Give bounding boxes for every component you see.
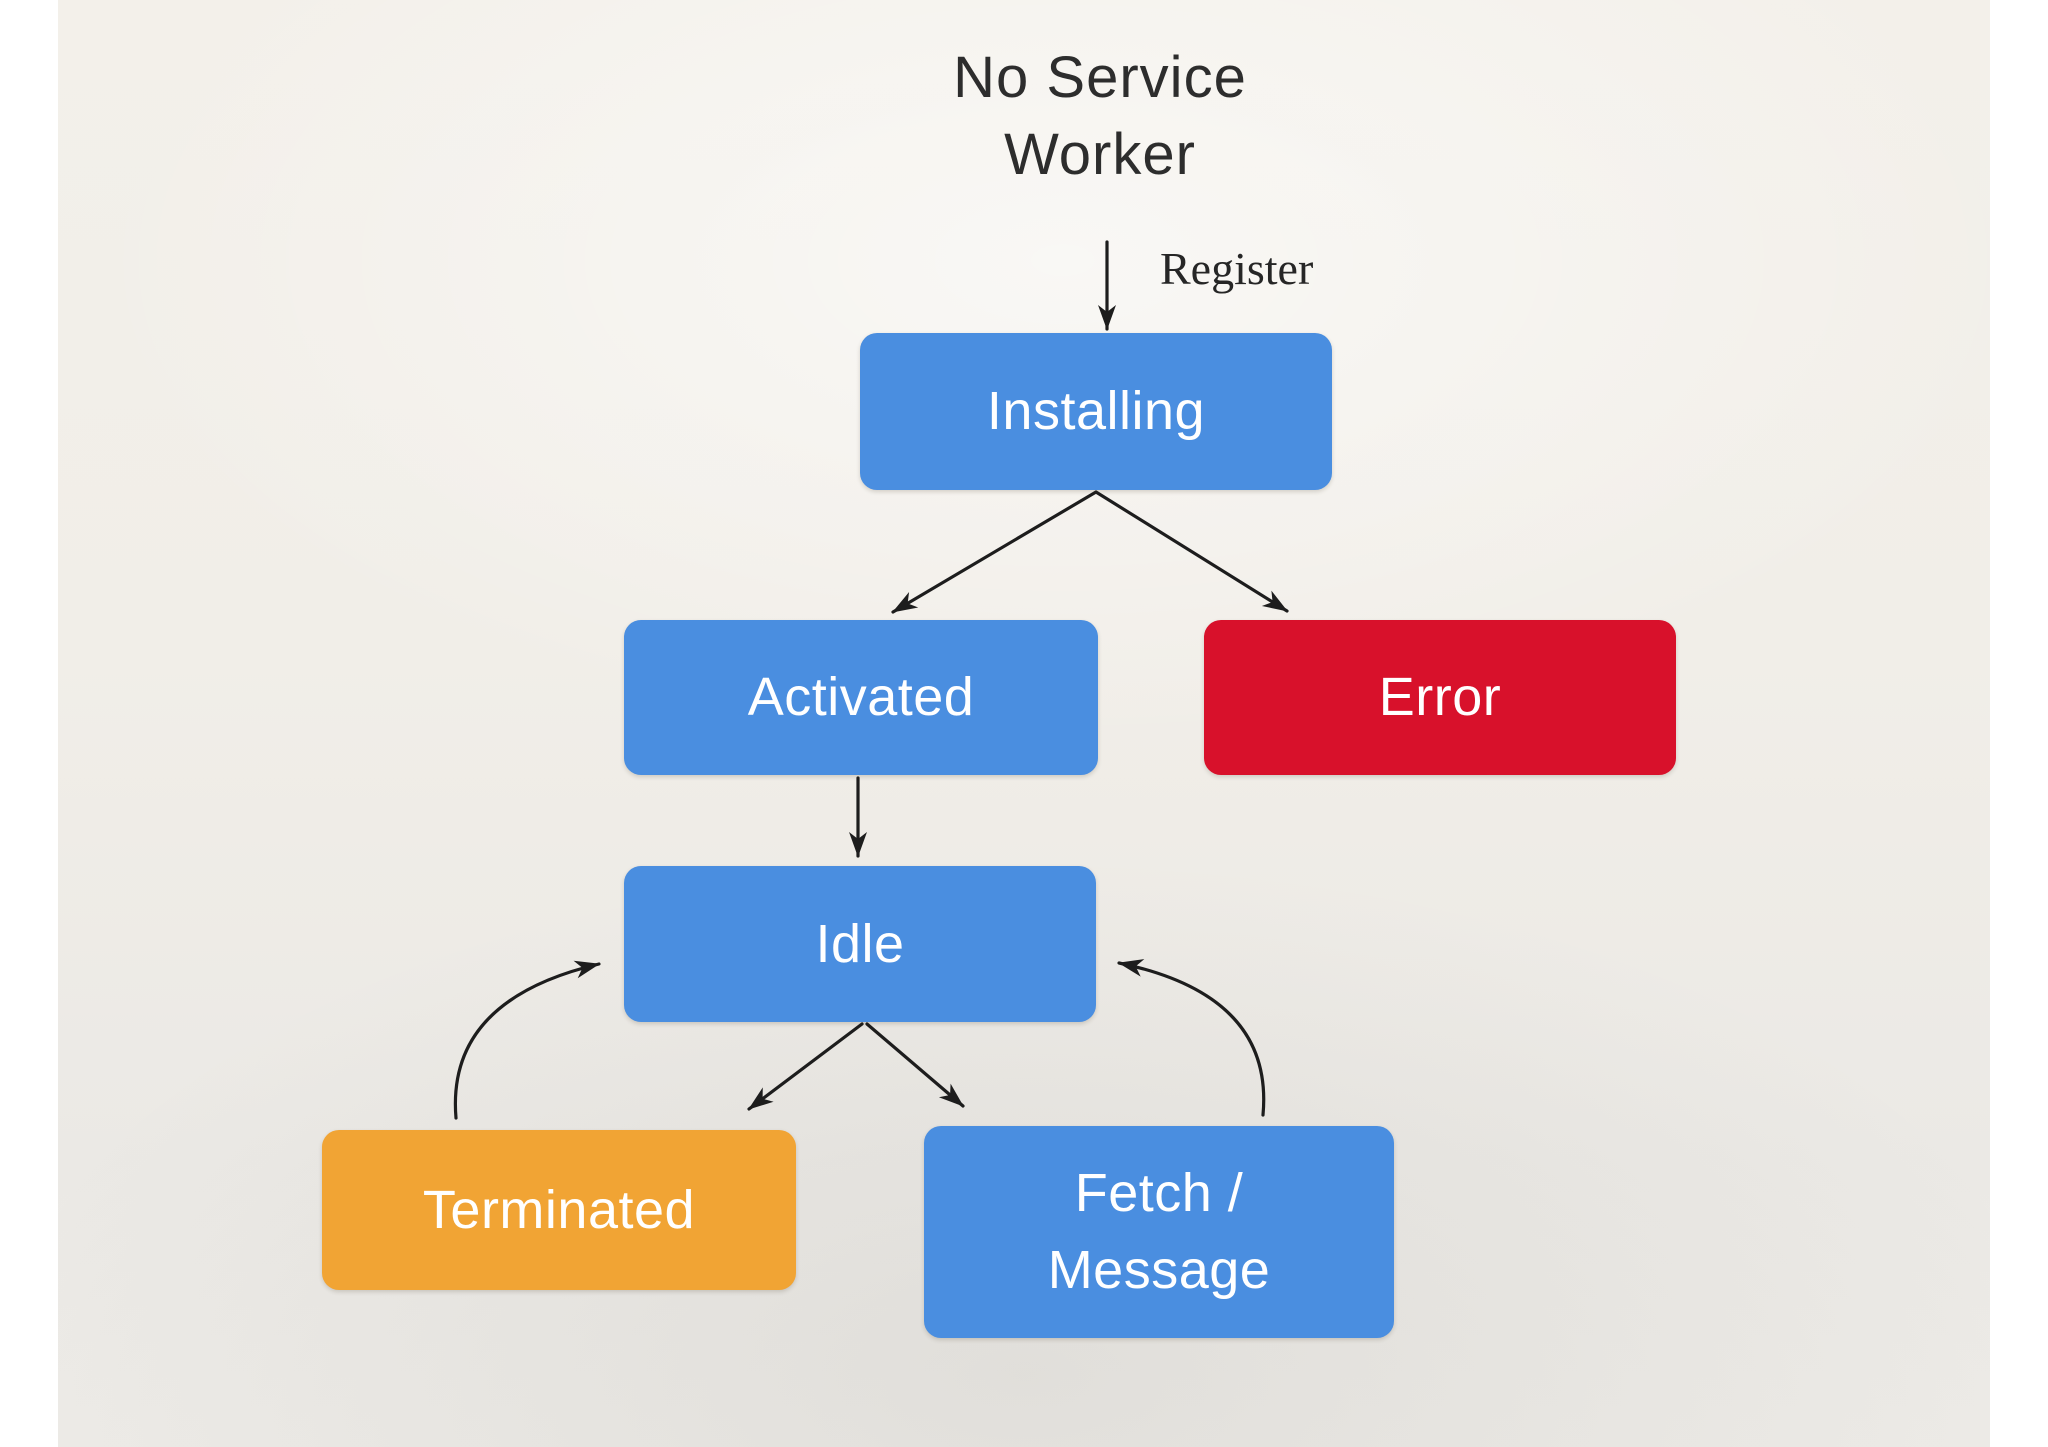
node-terminated: Terminated: [322, 1130, 796, 1290]
edge-label-register: Register: [1160, 243, 1314, 294]
node-error-label: Error: [1378, 667, 1502, 728]
diagram-title: No Service Worker: [953, 45, 1247, 187]
node-activated: Activated: [624, 620, 1098, 775]
node-fetch-message: Fetch / Message: [924, 1126, 1394, 1338]
node-idle: Idle: [624, 866, 1096, 1022]
node-installing: Installing: [860, 333, 1332, 490]
node-activated-label: Activated: [747, 667, 975, 728]
node-fetch-message-label: Fetch / Message: [1047, 1163, 1271, 1300]
node-error: Error: [1204, 620, 1676, 775]
node-installing-label: Installing: [986, 381, 1206, 442]
node-terminated-label: Terminated: [422, 1179, 696, 1240]
node-idle-label: Idle: [815, 913, 905, 974]
